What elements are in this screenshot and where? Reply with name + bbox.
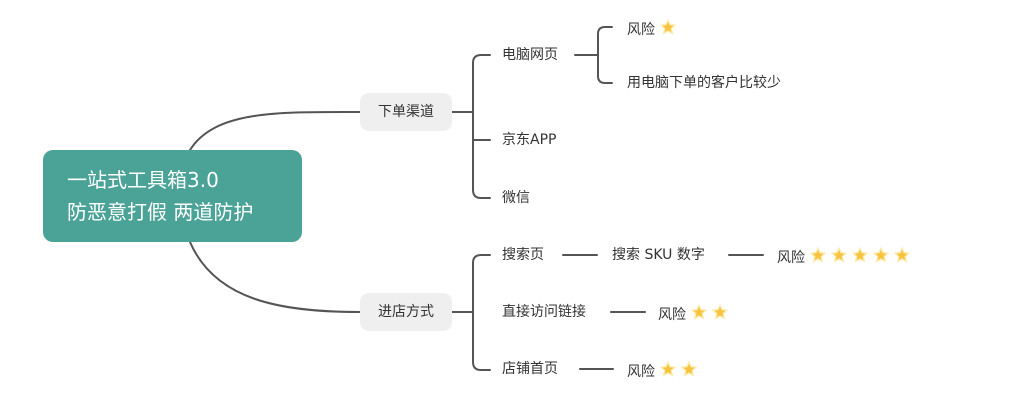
star-icon <box>872 246 890 264</box>
risk-stars <box>659 360 701 383</box>
topic-direct-link[interactable]: 直接访问链接 <box>502 304 586 320</box>
topic-order-channel[interactable]: 下单渠道 <box>360 93 452 131</box>
root-topic[interactable]: 一站式工具箱3.0 防恶意打假 两道防护 <box>43 150 302 242</box>
risk-stars <box>690 303 732 326</box>
risk-label: 风险 <box>658 307 686 323</box>
risk-stars <box>659 18 680 41</box>
topic-pc-web-note[interactable]: 用电脑下单的客户比较少 <box>627 75 781 91</box>
risk-label: 风险 <box>627 364 655 380</box>
star-icon <box>711 303 729 321</box>
topic-store-home[interactable]: 店铺首页 <box>502 361 558 377</box>
topic-store-entry[interactable]: 进店方式 <box>360 293 452 331</box>
star-icon <box>851 246 869 264</box>
star-icon <box>680 360 698 378</box>
topic-direct-link-risk[interactable]: 风险 <box>658 303 732 326</box>
root-title-line2: 防恶意打假 两道防护 <box>67 200 254 224</box>
topic-pc-web[interactable]: 电脑网页 <box>502 47 558 63</box>
risk-label: 风险 <box>627 22 655 38</box>
topic-search-risk[interactable]: 风险 <box>777 246 914 269</box>
star-icon <box>830 246 848 264</box>
topic-store-home-risk[interactable]: 风险 <box>627 360 701 383</box>
star-icon <box>809 246 827 264</box>
topic-search-page[interactable]: 搜索页 <box>502 247 544 263</box>
star-icon <box>893 246 911 264</box>
risk-stars <box>809 246 914 269</box>
topic-search-sku[interactable]: 搜索 SKU 数字 <box>612 247 705 263</box>
root-title-line1: 一站式工具箱3.0 <box>67 168 219 192</box>
topic-pc-web-risk[interactable]: 风险 <box>627 18 680 41</box>
star-icon <box>659 360 677 378</box>
star-icon <box>659 18 677 36</box>
topic-wechat[interactable]: 微信 <box>502 190 530 206</box>
topic-jd-app[interactable]: 京东APP <box>502 132 557 148</box>
risk-label: 风险 <box>777 250 805 266</box>
star-icon <box>690 303 708 321</box>
